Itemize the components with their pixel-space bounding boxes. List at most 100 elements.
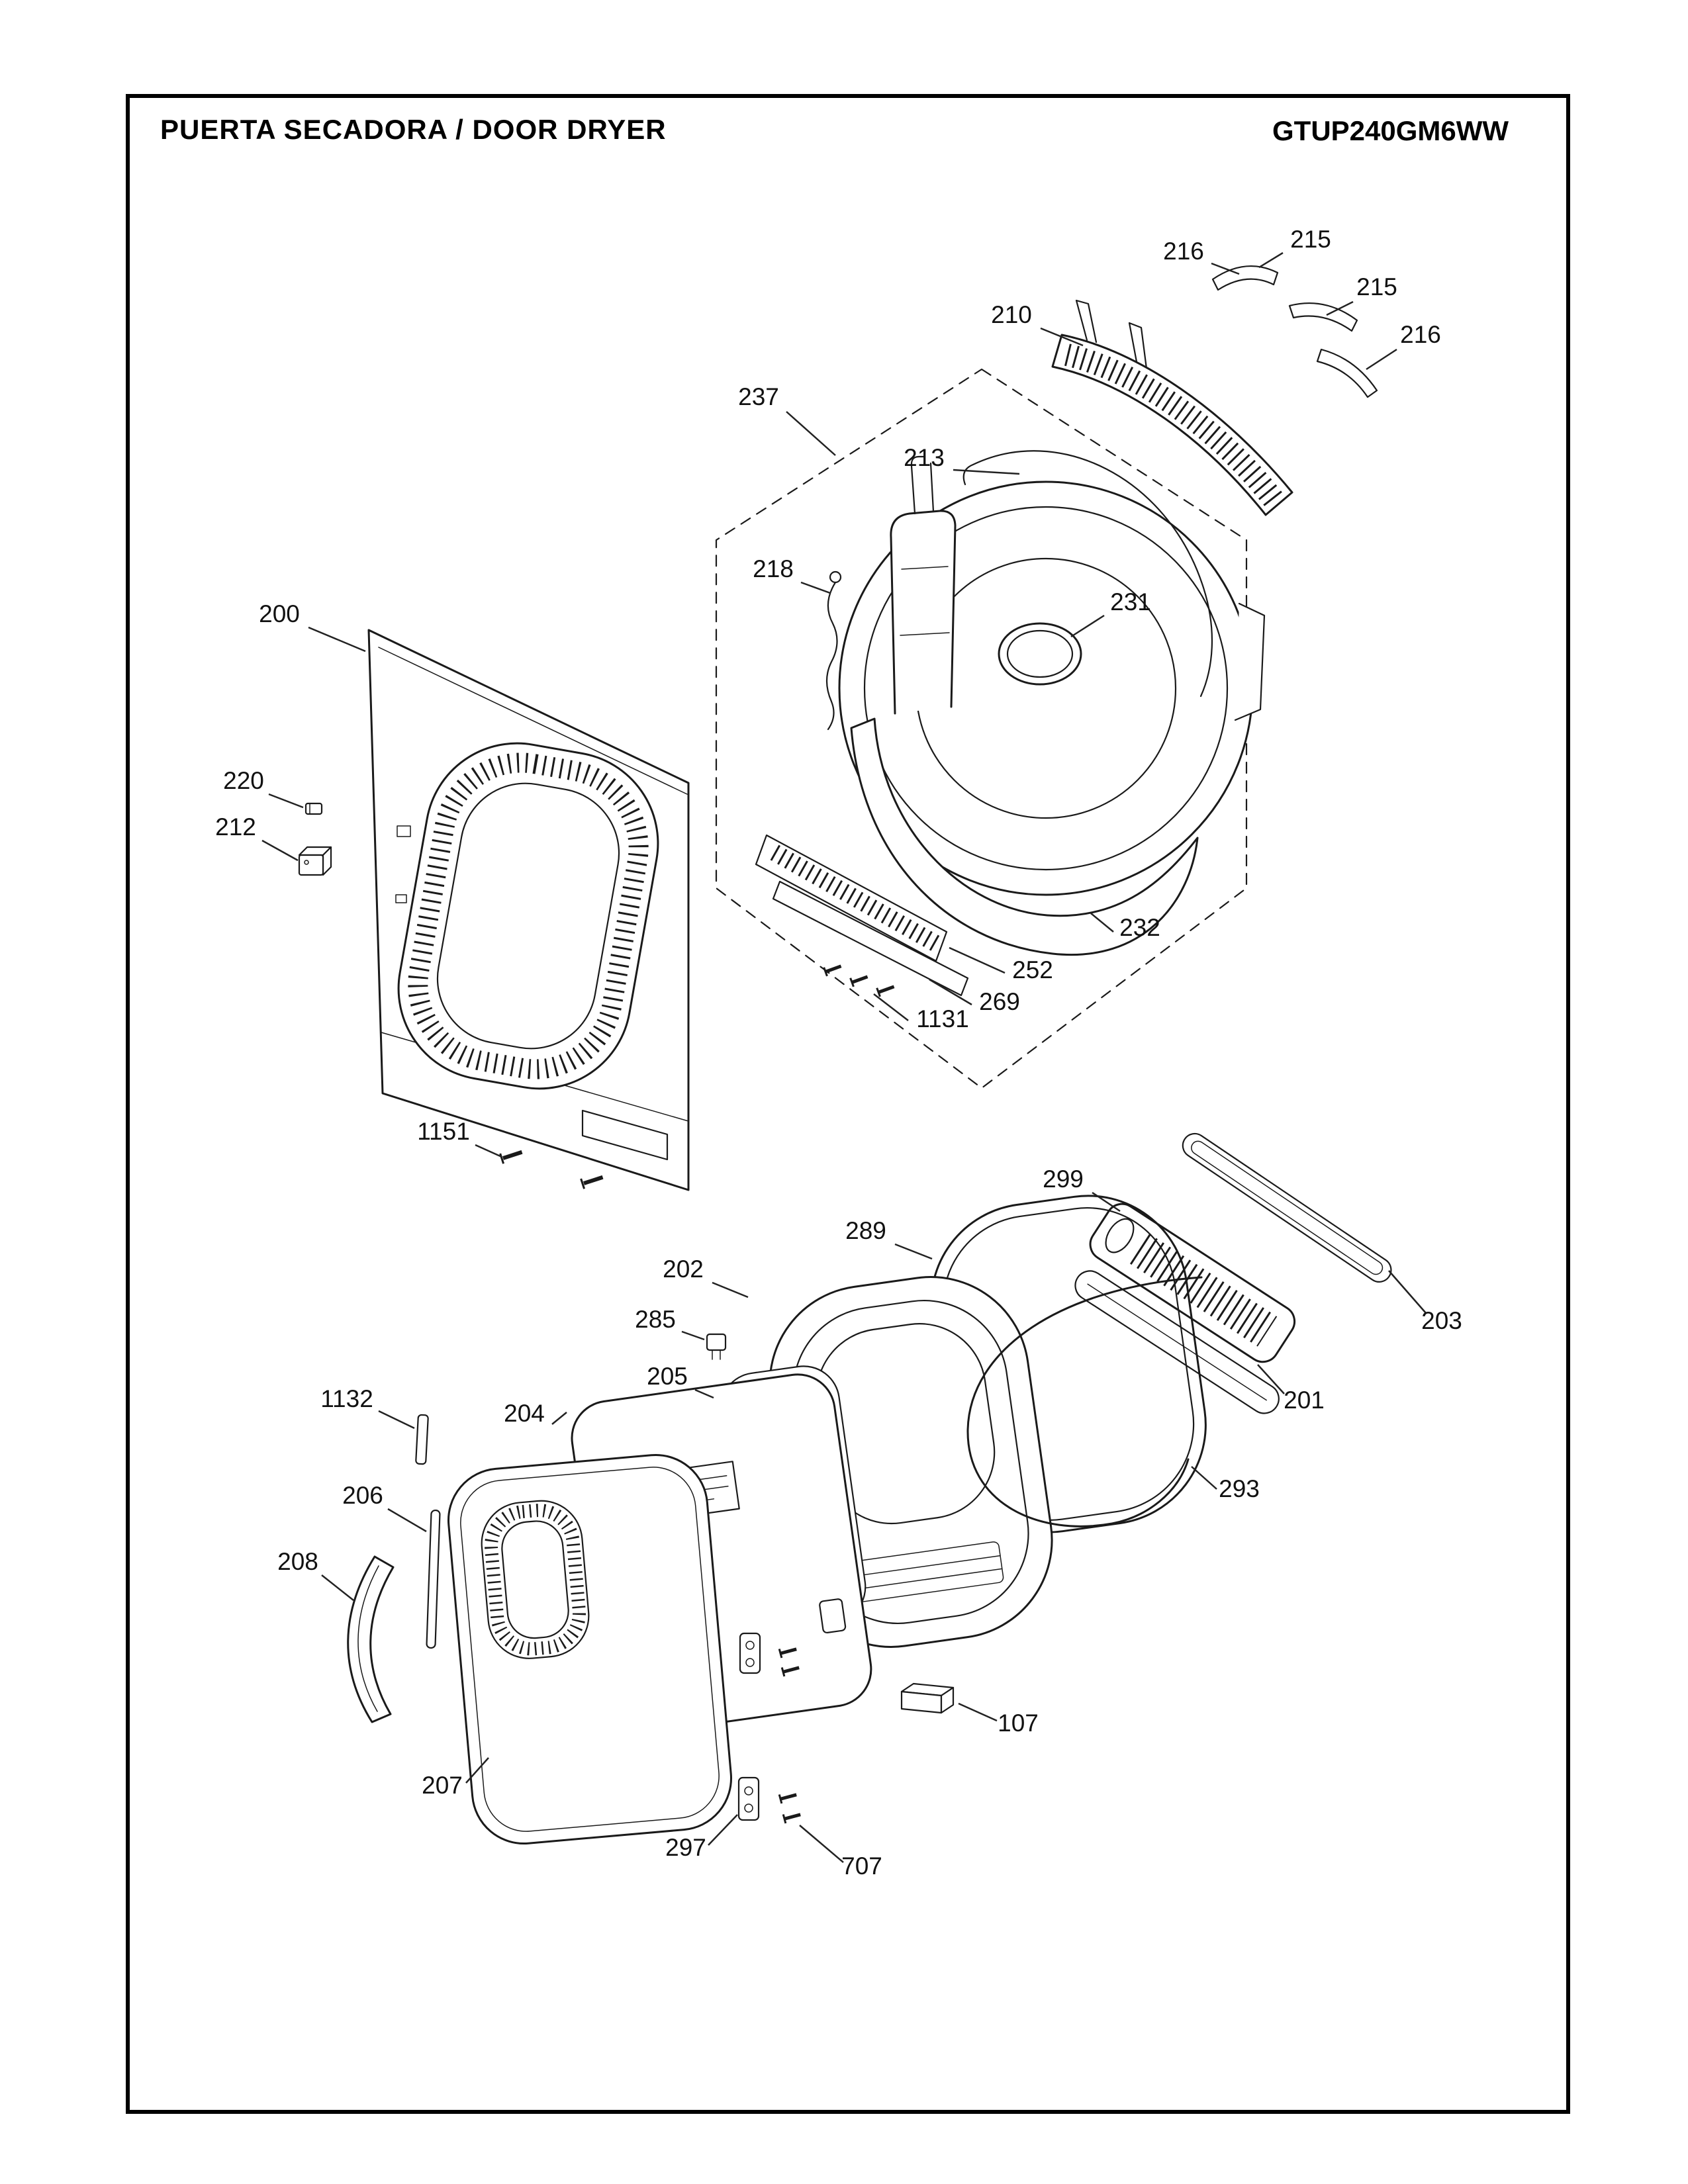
callout-232: 232	[1119, 914, 1160, 941]
leader-line-203	[1388, 1270, 1427, 1314]
leader-line-269	[929, 978, 972, 1006]
seal-wire-213	[962, 450, 1213, 698]
callout-206: 206	[342, 1482, 383, 1509]
seal-ring-231	[998, 622, 1082, 686]
screws-1131	[823, 964, 895, 997]
lint-duct-assembly-252	[755, 834, 969, 997]
hinge-297-lower	[737, 1776, 760, 1821]
wire-218-loop	[829, 570, 842, 584]
callout-1131: 1131	[916, 1005, 969, 1032]
callout-237: 237	[738, 383, 779, 410]
callout-203: 203	[1421, 1307, 1462, 1334]
callout-216-top: 216	[1163, 238, 1204, 265]
hinge-bushing-285	[706, 1333, 727, 1360]
duct-bezel-269	[772, 880, 969, 997]
hinge-297-upper	[739, 1632, 761, 1674]
duct-housing-232	[850, 717, 1199, 956]
wire-218	[825, 581, 838, 731]
leader-line-293	[1191, 1466, 1217, 1490]
callout-212: 212	[215, 813, 256, 841]
callout-220: 220	[223, 767, 264, 794]
leader-line-232	[1090, 913, 1114, 933]
callout-201: 201	[1284, 1387, 1325, 1414]
leader-line-202	[712, 1281, 749, 1298]
page-border-frame	[126, 94, 1570, 2114]
callout-216-right: 216	[1400, 321, 1441, 348]
leader-line-220	[268, 793, 304, 809]
model-number: GTUP240GM6WW	[1272, 115, 1509, 146]
strip-1132	[415, 1414, 429, 1465]
leader-line-237	[786, 411, 836, 456]
leader-line-207	[465, 1757, 489, 1784]
leader-line-212	[261, 839, 299, 862]
leader-line-289	[894, 1243, 933, 1260]
leader-line-252	[949, 946, 1006, 974]
callout-297: 297	[665, 1834, 706, 1861]
leader-line-210	[1040, 327, 1084, 347]
callout-269: 269	[979, 988, 1020, 1015]
callout-107: 107	[998, 1709, 1039, 1737]
leader-line-216-right	[1366, 348, 1397, 371]
leader-line-1151	[475, 1144, 502, 1158]
callout-231: 231	[1110, 588, 1151, 615]
leader-line-213	[953, 469, 1020, 475]
callout-218: 218	[753, 555, 794, 582]
outer-door-panel-207	[447, 1453, 733, 1845]
callout-215-right: 215	[1356, 273, 1397, 300]
door-handle-208	[347, 1555, 395, 1723]
callout-210: 210	[991, 301, 1032, 328]
callout-707: 707	[841, 1852, 882, 1880]
trim-strip-206	[426, 1509, 441, 1649]
callout-215-top: 215	[1290, 226, 1331, 253]
leader-line-218	[800, 581, 831, 594]
leader-line-215-top	[1258, 251, 1284, 269]
clip-220	[305, 802, 323, 815]
callout-289: 289	[845, 1217, 886, 1244]
leader-line-107	[958, 1702, 998, 1722]
callout-252: 252	[1012, 956, 1053, 983]
callout-207: 207	[422, 1772, 463, 1799]
leader-line-216-top	[1211, 262, 1240, 275]
spacer-block-107	[900, 1682, 955, 1714]
filter-channel-201	[1074, 1270, 1280, 1414]
screws-707-upper	[778, 1647, 800, 1677]
callout-293: 293	[1219, 1475, 1260, 1502]
callout-213: 213	[904, 444, 945, 471]
callout-202: 202	[663, 1255, 704, 1283]
lint-filter-grille-299	[1089, 1203, 1296, 1363]
leader-line-201	[1257, 1364, 1285, 1394]
callout-299: 299	[1043, 1165, 1084, 1193]
leader-line-200	[308, 626, 366, 653]
door-seal-293	[966, 1276, 1203, 1527]
latch-slot	[581, 1109, 669, 1161]
leader-line-1131	[873, 993, 909, 1021]
page-title: PUERTA SECADORA / DOOR DRYER	[160, 114, 667, 145]
callout-205: 205	[647, 1363, 688, 1390]
callout-285: 285	[635, 1306, 676, 1333]
leader-line-285	[681, 1330, 705, 1341]
leader-line-206	[387, 1508, 427, 1533]
clip-strip-216-b	[1316, 348, 1378, 398]
grille-clip-strips-215-216	[1211, 265, 1378, 398]
callout-208: 208	[277, 1548, 318, 1575]
callout-1132: 1132	[320, 1385, 373, 1412]
top-grille-210	[1051, 299, 1293, 516]
latch-pocket	[819, 1598, 847, 1634]
latch-support-column	[890, 510, 957, 715]
hexagon-boundary-237	[715, 368, 1248, 1089]
clip-strip-215-b	[1288, 302, 1358, 332]
clip-strip-215-a	[1211, 265, 1279, 291]
callout-1151: 1151	[417, 1118, 470, 1145]
screws-707-lower	[778, 1793, 801, 1824]
leader-line-1132	[378, 1410, 415, 1430]
leader-line-215-right	[1326, 300, 1354, 316]
leader-line-707	[799, 1825, 844, 1863]
door-switch-212	[298, 846, 332, 876]
leader-line-299	[1092, 1191, 1121, 1212]
leader-line-204	[551, 1412, 567, 1425]
callout-204: 204	[504, 1400, 545, 1427]
leader-line-208	[321, 1574, 354, 1601]
